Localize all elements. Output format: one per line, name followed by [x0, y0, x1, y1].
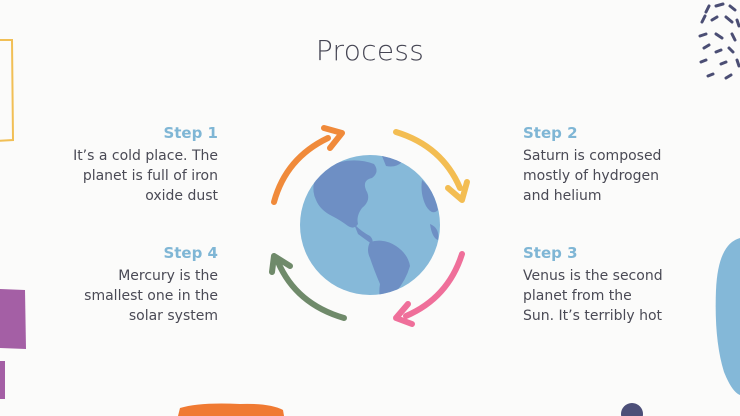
step-2-line: mostly of hydrogen — [523, 168, 659, 184]
step-3-line: Venus is the second — [523, 268, 663, 284]
purple-block-shape — [0, 289, 26, 349]
step-1-text: It’s a cold place. The planet is full of… — [28, 146, 218, 206]
step-2-heading: Step 2 — [523, 124, 578, 142]
yellow-outline-shape — [0, 39, 15, 142]
purple-strip-shape — [0, 361, 5, 399]
step-2-line: Saturn is composed — [523, 148, 662, 164]
step-4-line: smallest one in the — [84, 288, 218, 304]
orange-cycle-arrow-icon — [271, 125, 345, 205]
step-1-block: Step 1 It’s a cold place. The planet is … — [28, 124, 218, 206]
yellow-cycle-arrow-icon — [393, 129, 470, 203]
blue-blob-shape — [715, 238, 740, 395]
globe-icon — [300, 155, 440, 295]
step-2-block: Step 2 Saturn is composed mostly of hydr… — [523, 124, 713, 206]
step-3-line: Sun. It’s terribly hot — [523, 308, 663, 324]
step-2-line: and helium — [523, 188, 602, 204]
step-1-line: oxide dust — [145, 188, 218, 204]
step-3-block: Step 3 Venus is the second planet from t… — [523, 244, 713, 326]
step-4-block: Step 4 Mercury is the smallest one in th… — [28, 244, 218, 326]
step-2-text: Saturn is composed mostly of hydrogen an… — [523, 146, 713, 206]
process-cycle-diagram — [269, 125, 470, 327]
step-1-line: planet is full of iron — [82, 168, 218, 184]
step-4-line: Mercury is the — [118, 268, 218, 284]
step-4-line: solar system — [128, 308, 218, 324]
orange-blob-shape — [178, 403, 284, 416]
dashes-pattern-shape — [698, 2, 740, 80]
navy-dot-shape — [621, 403, 643, 416]
step-3-text: Venus is the second planet from the Sun.… — [523, 266, 713, 326]
step-4-heading: Step 4 — [163, 244, 218, 262]
green-cycle-arrow-icon — [269, 253, 347, 321]
pink-cycle-arrow-icon — [393, 251, 465, 327]
step-3-line: planet from the — [523, 288, 632, 304]
page-title: Process — [315, 34, 425, 67]
step-1-heading: Step 1 — [163, 124, 218, 142]
step-3-heading: Step 3 — [523, 244, 578, 262]
step-4-text: Mercury is the smallest one in the solar… — [28, 266, 218, 326]
step-1-line: It’s a cold place. The — [73, 148, 218, 164]
